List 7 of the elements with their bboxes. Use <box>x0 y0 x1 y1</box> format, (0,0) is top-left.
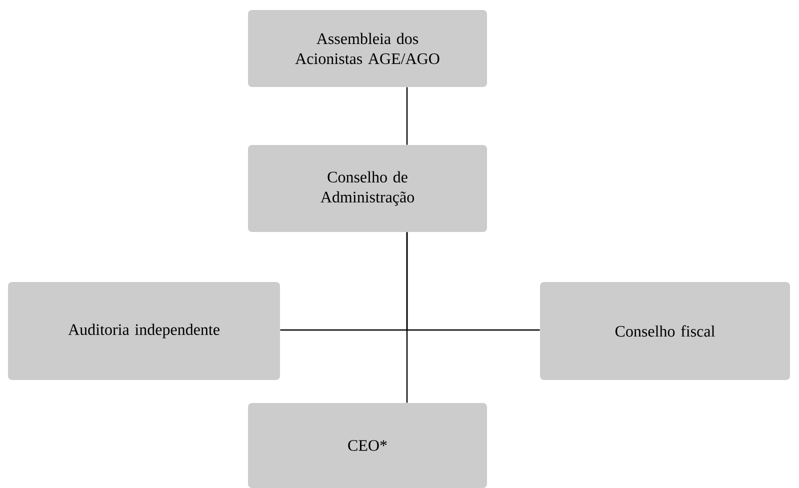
org-box: CEO* <box>248 403 487 488</box>
org-box: Conselho de Administração <box>248 145 487 232</box>
org-box: Conselho fiscal <box>540 282 790 380</box>
org-box: Auditoria independente <box>8 282 280 380</box>
connector-line <box>406 87 408 145</box>
connector-line <box>406 232 540 331</box>
org-box: Assembleia dos Acionistas AGE/AGO <box>248 10 487 87</box>
